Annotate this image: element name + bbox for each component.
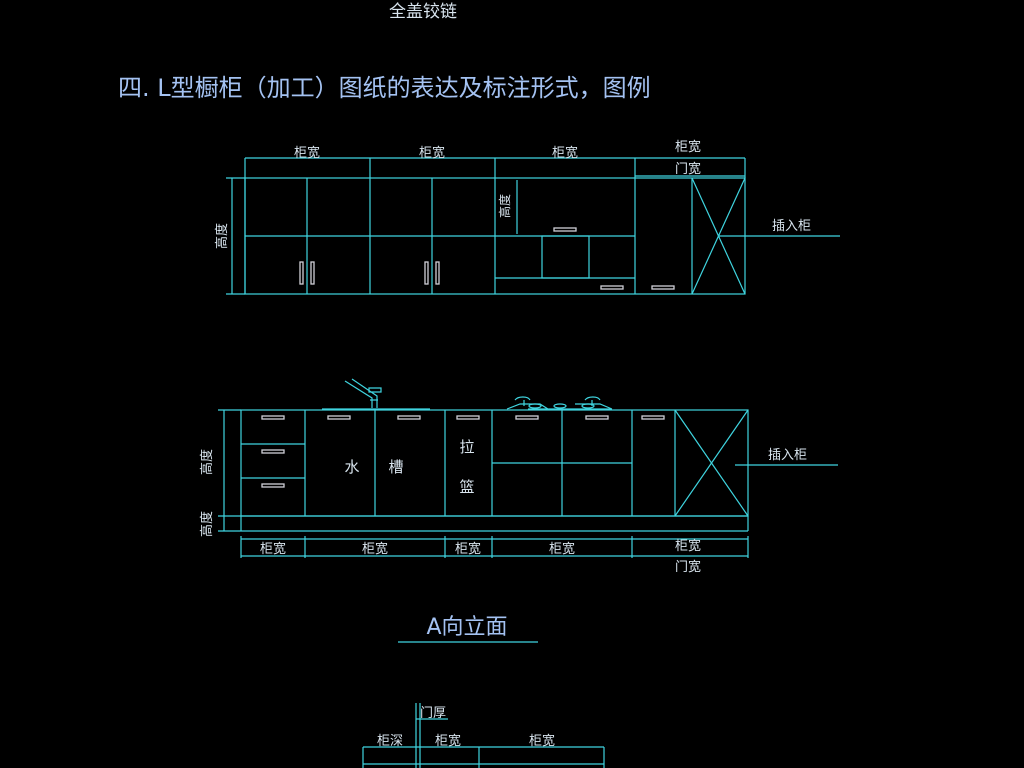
handle-icon [435,261,440,285]
faucet-icon [344,378,382,408]
stove-knob-icon [528,403,542,409]
top-caption: 全盖铰链 [389,2,457,22]
sink-label-1: 水 [344,458,359,476]
upper-dim-label-2: 柜宽 [419,145,445,161]
lower-dim-label-5: 柜宽 [675,538,701,554]
handle-icon [641,415,665,420]
plan-view [362,703,605,768]
handle-icon [327,415,351,420]
handle-icon [299,261,304,285]
upper-dim-label-1: 柜宽 [294,145,320,161]
handle-icon [600,285,624,290]
upper-dim-label-4: 柜宽 [675,139,701,155]
handle-icon [424,261,429,285]
lower-dim-label-1: 柜宽 [260,541,286,557]
stove-burner-icon [506,396,613,410]
pull-basket-label-2: 篮 [459,478,474,496]
plan-dim-label-1: 柜宽 [435,733,461,749]
stove-knob-icon [553,403,567,409]
lower-handles [261,415,665,488]
handle-icon [651,285,675,290]
range-hood-body [541,235,590,279]
lower-door-width-label: 门宽 [675,559,701,575]
insert-cross-line [674,409,749,517]
lower-dim-label-2: 柜宽 [362,541,388,557]
upper-dim-label-3: 柜宽 [552,145,578,161]
lower-height-label-lower: 高度 [199,511,215,537]
handle-icon [261,415,285,420]
upper-height-label: 高度 [214,223,230,249]
lower-elevation [218,378,838,558]
upper-door-width-label: 门宽 [675,161,701,177]
hood-height-label: 高度 [497,194,512,218]
door-thickness-label: 门厚 [420,706,446,721]
handle-icon [456,415,480,420]
handle-icon [515,415,539,420]
lower-dim-label-3: 柜宽 [455,541,481,557]
stove-knob-icon [581,403,595,409]
plan-depth-label: 柜深 [377,734,403,749]
handle-icon [397,415,421,420]
lower-dim-label-4: 柜宽 [549,541,575,557]
section-title: 四. L型橱柜（加工）图纸的表达及标注形式，图例 [118,74,651,102]
handle-icon [261,483,285,488]
upper-insert-label: 插入柜 [772,219,811,234]
lower-height-label-upper: 高度 [199,449,215,475]
upper-handles [299,227,675,290]
handle-icon [261,449,285,454]
plan-dim-label-2: 柜宽 [529,733,555,749]
handle-icon [553,227,577,232]
upper-elevation [226,157,840,295]
lower-insert-label: 插入柜 [768,448,807,463]
view-caption: A向立面 [426,615,507,640]
pull-basket-label-1: 拉 [459,438,474,456]
sink-label-2: 槽 [388,458,403,476]
handle-icon [310,261,315,285]
handle-icon [585,415,609,420]
